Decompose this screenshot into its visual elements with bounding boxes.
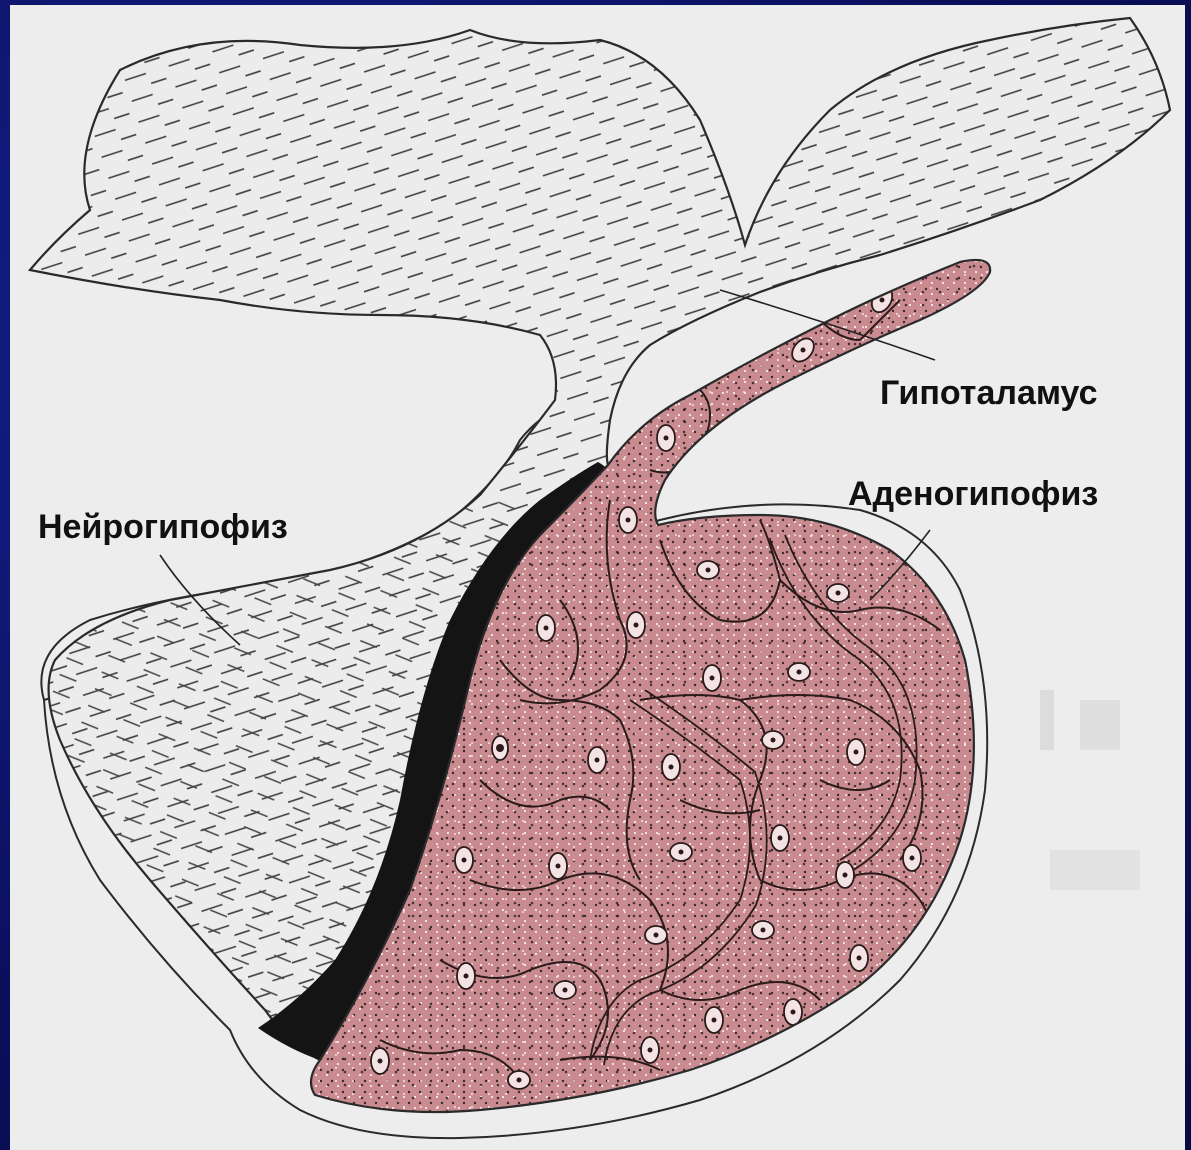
- label-adenohypophysis: Аденогипофиз: [848, 475, 1098, 513]
- illustration-panel: Гипоталамус Аденогипофиз Нейрогипофиз: [10, 5, 1185, 1150]
- label-neurohypophysis: Нейрогипофиз: [38, 508, 288, 546]
- pituitary-diagram: Гипоталамус Аденогипофиз Нейрогипофиз: [10, 5, 1185, 1150]
- background-texture: [1040, 690, 1140, 890]
- label-hypothalamus: Гипоталамус: [880, 374, 1098, 412]
